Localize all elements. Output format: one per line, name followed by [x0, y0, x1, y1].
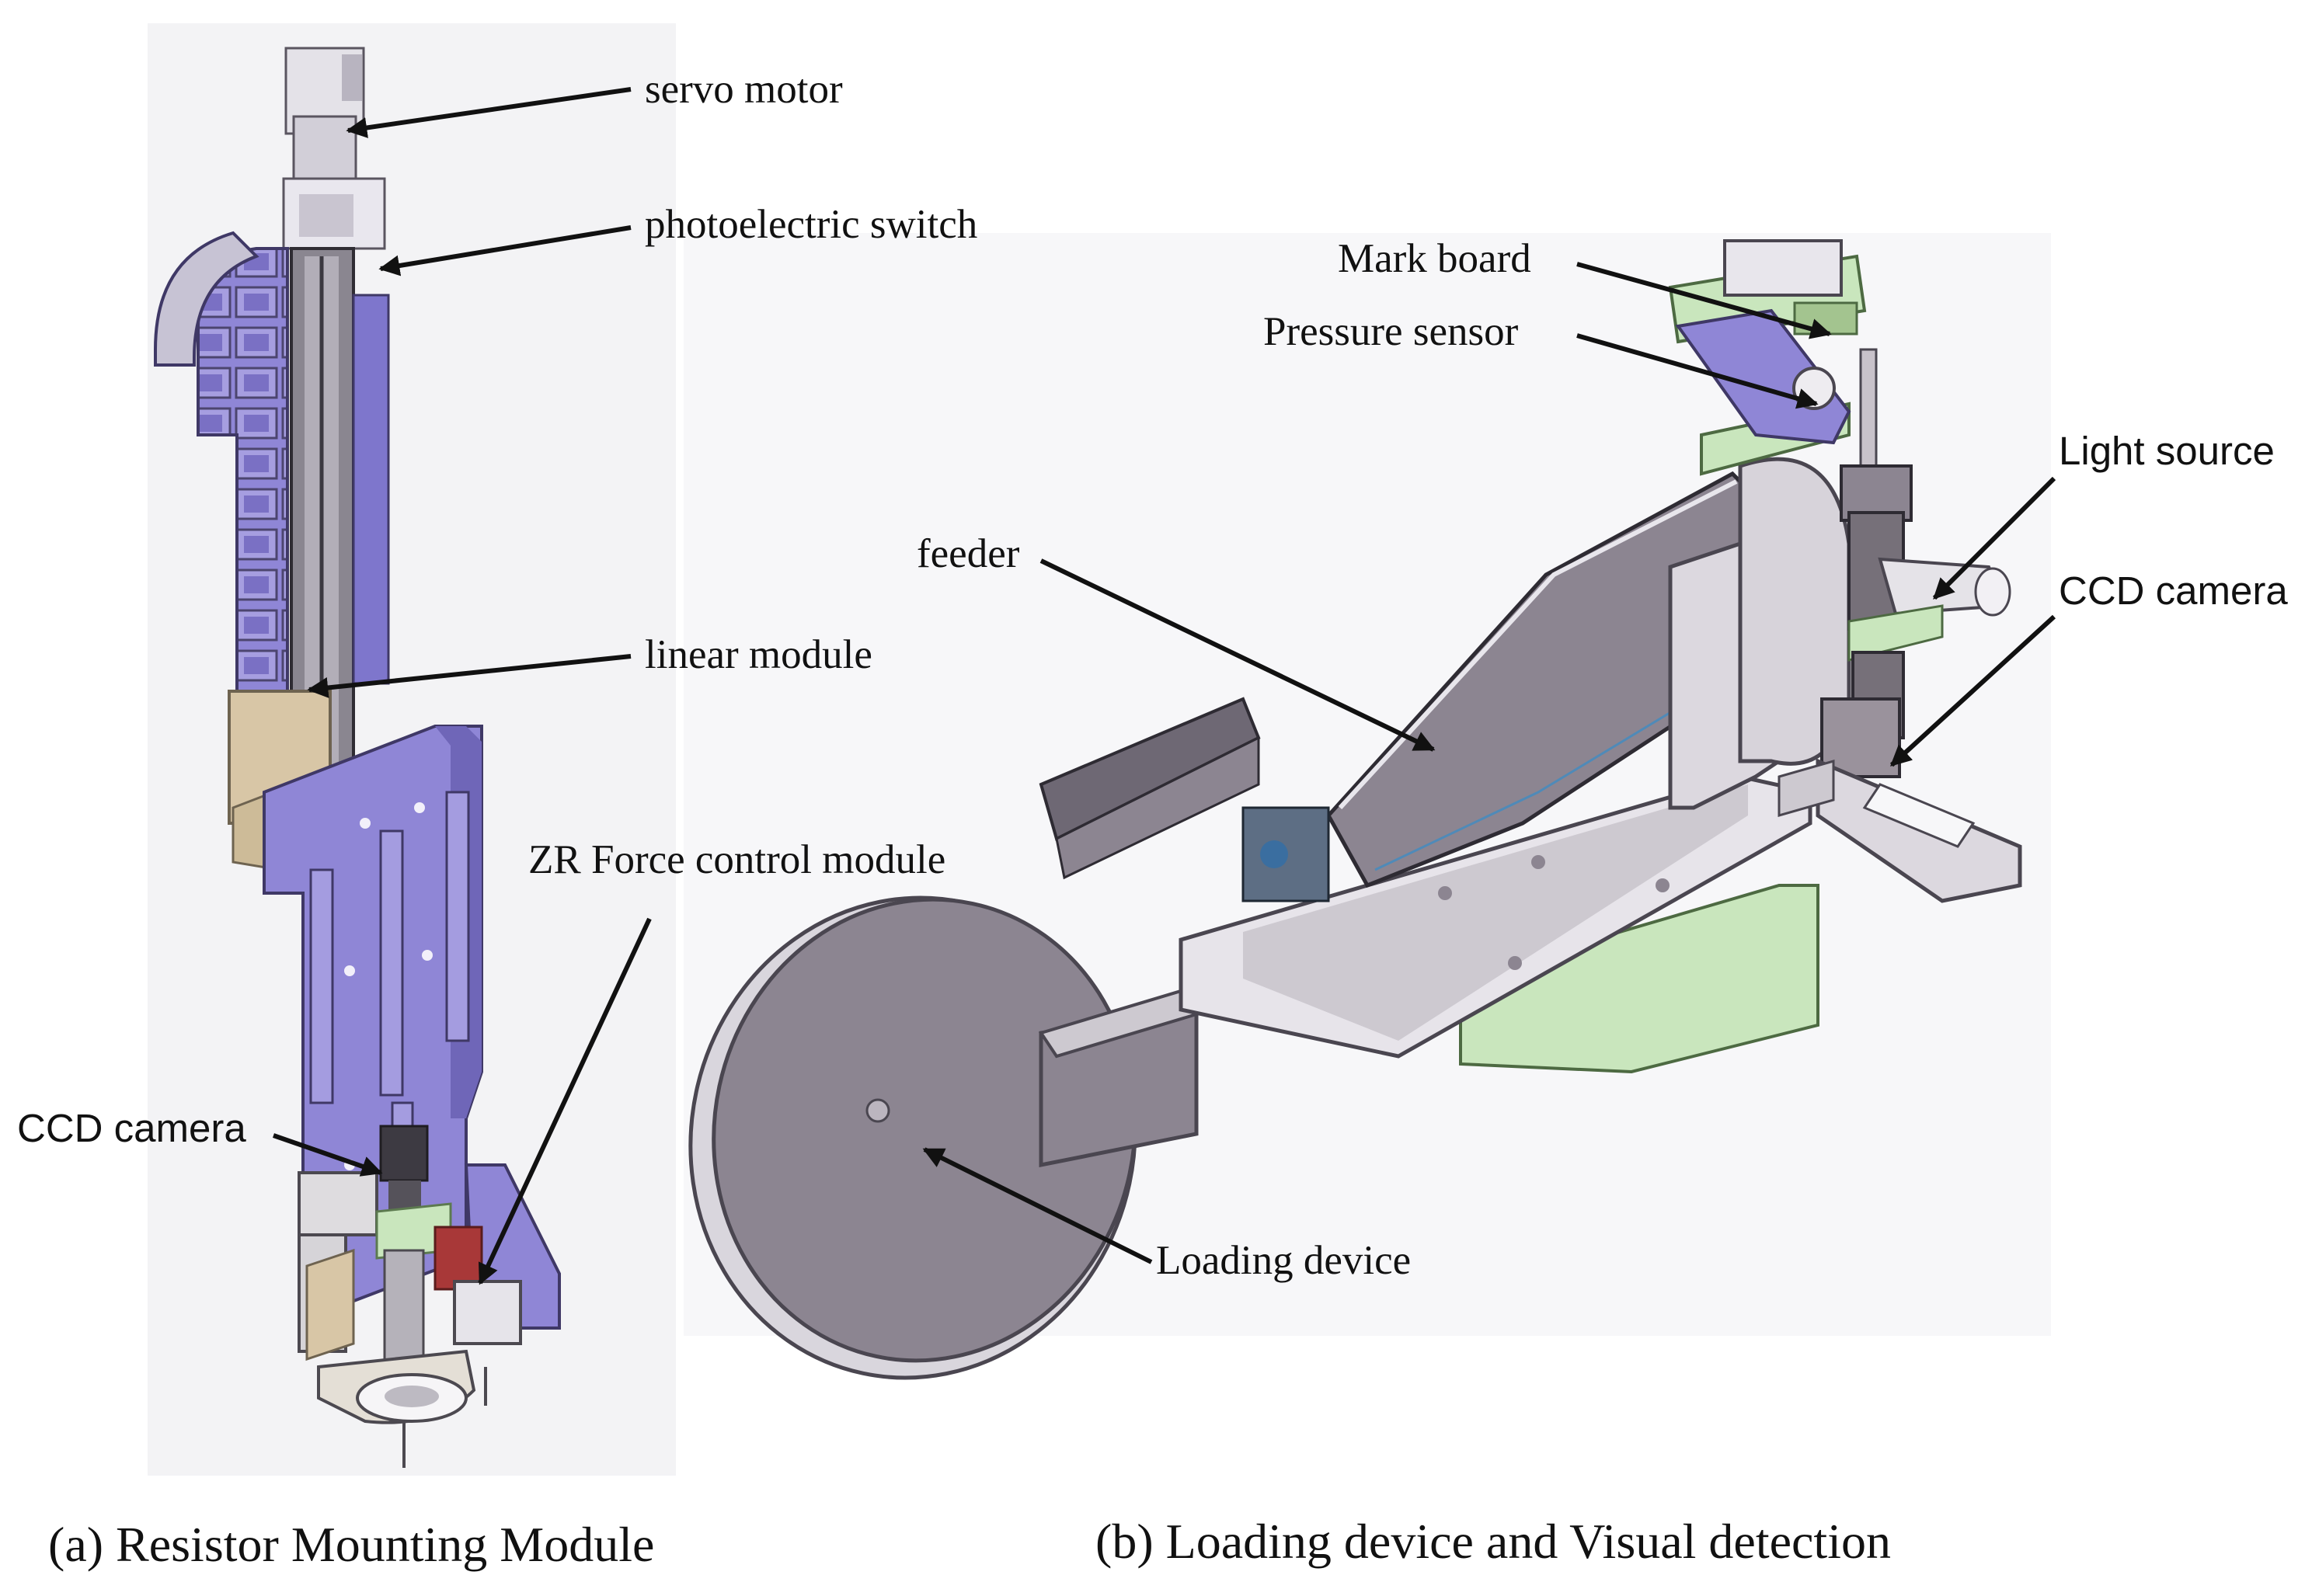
label-light-source: Light source: [2059, 429, 2275, 473]
label-servo-motor: servo motor: [645, 67, 843, 112]
leader-pressure-sensor: [1576, 333, 1819, 409]
module-base-part: [305, 1248, 487, 1468]
leader-servo-motor: [346, 87, 632, 138]
linear-module-part: [290, 247, 390, 778]
leader-ccd-camera-a: [273, 1133, 383, 1177]
label-feeder: feeder: [917, 531, 1020, 576]
feeder-part: [1241, 471, 1750, 902]
comb-bracket-side-part: [1055, 735, 1260, 880]
leader-light-source: [1932, 476, 2056, 600]
leader-lines: [273, 87, 2056, 1285]
caption-panel-b: (b) Loading device and Visual detection: [1095, 1514, 1891, 1569]
base-frame-part: [1778, 758, 2022, 903]
drag-chain-part: [154, 231, 289, 701]
label-ccd-camera-a: CCD camera: [17, 1106, 246, 1150]
leader-mark-board: [1576, 262, 1832, 339]
leader-zr-force-control: [478, 917, 652, 1285]
leader-feeder: [1039, 558, 1436, 752]
label-photoelectric-switch: photoelectric switch: [645, 202, 977, 247]
leader-ccd-camera-b: [1889, 614, 2056, 767]
labels: servo motor photoelectric switch linear …: [17, 67, 2288, 1572]
leader-linear-module: [307, 654, 632, 698]
upright-housing-part: [1668, 402, 1851, 810]
vision-column-part: [1820, 464, 2011, 778]
label-mark-board: Mark board: [1338, 236, 1531, 281]
label-loading-device: Loading device: [1156, 1238, 1411, 1283]
leader-photoelectric-switch: [378, 225, 632, 276]
leader-loading-device: [922, 1147, 1153, 1264]
servo-motor-part: [282, 47, 386, 250]
reel-disk-part: [688, 895, 1137, 1380]
label-linear-module: linear module: [645, 632, 872, 677]
label-zr-force-control-module: ZR Force control module: [528, 837, 945, 882]
label-ccd-camera-b: CCD camera: [2059, 569, 2288, 613]
camera-assembly-part: [298, 1125, 522, 1406]
panel-a-illustration: [148, 23, 676, 1476]
green-base-part: [1459, 884, 1819, 1074]
panel-b-illustration: [684, 233, 2051, 1380]
label-pressure-sensor: Pressure sensor: [1263, 309, 1519, 354]
caption-panel-a: (a) Resistor Mounting Module: [48, 1517, 654, 1572]
